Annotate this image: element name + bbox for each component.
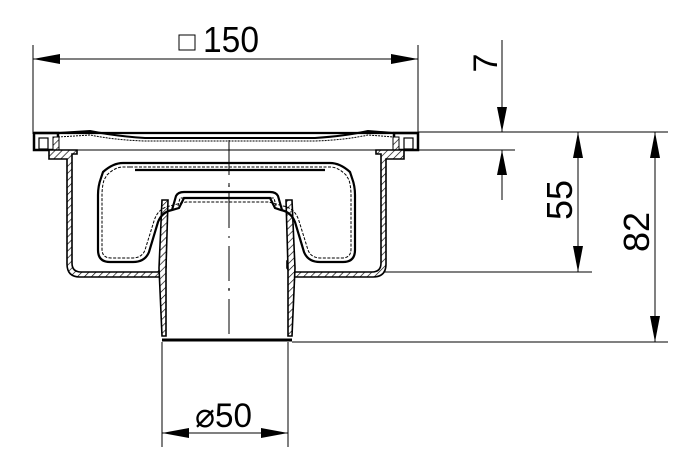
dimension-total-height: 82 [616,132,660,342]
body-depth-value: 55 [539,180,580,220]
square-symbol-icon [178,34,196,51]
dimension-grate-depth: 7 [467,40,507,200]
top-width-value: 150 [203,19,259,60]
drain-body [32,129,420,342]
dimension-outlet-diameter: ⌀50 [161,342,289,447]
dimension-top-width: 150 [32,19,419,134]
grate-depth-value: 7 [467,54,505,73]
dimension-body-depth: 55 [539,132,583,272]
outlet-diameter-label: ⌀50 [195,397,252,435]
total-height-value: 82 [616,212,657,252]
